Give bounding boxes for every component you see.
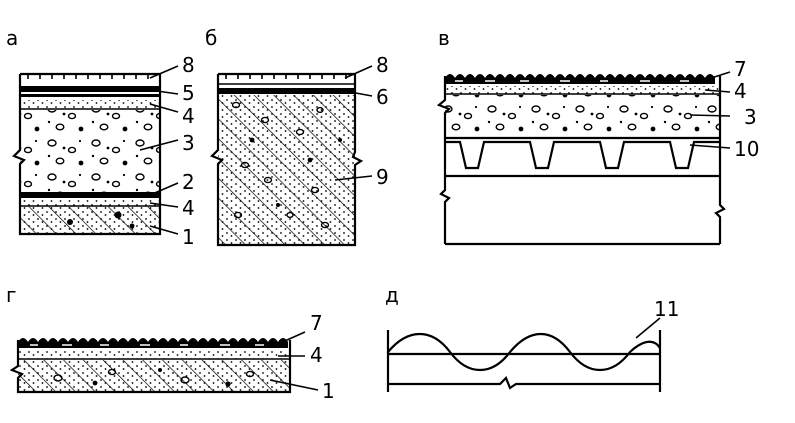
panel-v-layer-7 (445, 74, 715, 84)
panel-a-label-2: 2 (182, 170, 195, 194)
panel-v-layer-4 (445, 86, 720, 94)
panel-g-layer-4 (18, 350, 290, 359)
panel-g-label-1: 1 (322, 379, 335, 403)
panel-a-layer-3 (20, 110, 160, 192)
panel-v-letter: в (438, 26, 450, 50)
panel-a-label-4b: 4 (182, 196, 195, 220)
panel-v-layer-3 (445, 95, 720, 135)
panel-g-label-4: 4 (310, 343, 323, 367)
panel-b-label-9: 9 (376, 165, 389, 189)
panel-b-label-6: 6 (376, 85, 389, 109)
panel-v-label-4: 4 (734, 79, 747, 103)
panel-v-label-10: 10 (734, 137, 759, 161)
panel-g-layer-7 (18, 338, 288, 348)
panel-g: г 7 4 1 (6, 283, 335, 403)
panel-v-label-7: 7 (734, 57, 747, 81)
panel-a-label-8: 8 (182, 53, 195, 77)
panel-v-layer-10 (445, 136, 720, 170)
panel-d-letter: д (385, 283, 399, 307)
panel-g-label-7: 7 (310, 311, 323, 335)
panel-v-label-3: 3 (744, 105, 757, 129)
panel-a-gravel-ticks (27, 74, 149, 79)
panel-a-leaders (139, 65, 179, 235)
panel-a-layer-4-top (20, 100, 160, 109)
panel-a-label-3: 3 (182, 131, 195, 155)
panel-d-wave-11 (387, 332, 661, 372)
panel-b: б 8 6 9 (205, 26, 389, 247)
panel-v: в 7 4 3 10 (436, 26, 759, 246)
panel-a-label-4: 4 (182, 104, 195, 128)
panel-a-letter: а (6, 26, 18, 50)
panel-a-label-5: 5 (182, 81, 195, 105)
panel-a-label-1: 1 (182, 225, 195, 249)
panel-a: а 8 5 4 3 2 4 1 (6, 26, 195, 249)
panel-d: д 11 (385, 283, 679, 392)
panel-b-letter: б (205, 26, 217, 50)
panel-g-letter: г (6, 283, 17, 307)
panel-b-layer-6 (218, 88, 355, 94)
panel-a-layer-4-bottom (20, 199, 160, 206)
panel-d-label-11: 11 (654, 297, 679, 321)
panel-a-layer-2 (20, 192, 160, 198)
panel-b-label-8: 8 (376, 53, 389, 77)
